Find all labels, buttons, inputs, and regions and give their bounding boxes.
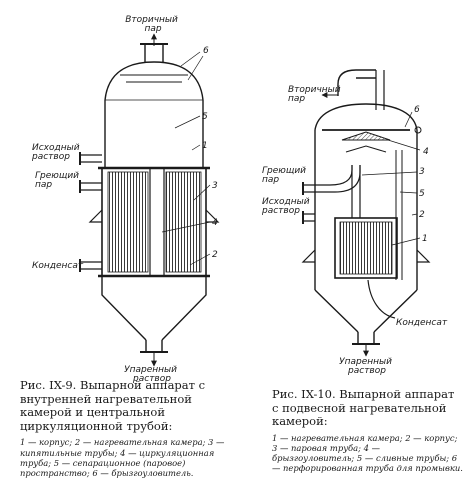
number-1-right: 1 xyxy=(422,234,428,244)
label-line: Греющий xyxy=(35,171,79,181)
label-iskhodny-rastvor-left: Исходный раствор xyxy=(31,143,82,162)
label-line: пар xyxy=(35,180,52,190)
label-line: Вторичный xyxy=(288,85,341,95)
entrainment-separator xyxy=(120,74,188,83)
label-line: пар xyxy=(262,175,279,185)
overflow-tubes xyxy=(395,150,403,280)
number-1-left: 1 xyxy=(202,141,208,151)
label-line: раствор xyxy=(261,206,300,216)
label-iskhodny-rastvor-right: Исходный раствор xyxy=(261,197,312,216)
label-line: пар xyxy=(144,24,161,34)
steam-pipe xyxy=(303,165,353,186)
vapor-outlet-pipe xyxy=(144,44,164,62)
number-6-right: 6 xyxy=(414,105,420,115)
number-3-right: 3 xyxy=(419,167,425,177)
drain-pipe xyxy=(145,340,163,352)
label-line: Упаренный xyxy=(339,357,392,367)
label-line: раствор xyxy=(31,152,70,162)
label-greyushchy-par-left: Греющий пар xyxy=(35,171,82,190)
boiling-tubes-left xyxy=(107,171,149,273)
apparatus-left xyxy=(79,33,220,367)
steam-nozzle xyxy=(80,182,102,191)
condensate-nozzle xyxy=(80,261,102,270)
boiling-tubes-right xyxy=(165,171,202,273)
label-line: Исходный xyxy=(262,197,310,207)
caption-legend-right: 1 — нагревательная камера; 2 — корпус; 3… xyxy=(272,432,463,474)
label-kondensat-left: Конденсат xyxy=(32,261,84,271)
label-line: Вторичный xyxy=(125,15,178,25)
labels-right: Вторичный пар Греющий пар Исходный раств… xyxy=(261,85,448,376)
feed-nozzle xyxy=(80,154,102,163)
label-uparenny-rastvor-left: Упаренный раствор xyxy=(124,365,180,384)
label-kondensat-right: Конденсат xyxy=(396,318,448,328)
bottom-cone-right xyxy=(314,289,418,333)
number-5-right: 5 xyxy=(419,189,425,199)
label-uparenny-rastvor-right: Упаренный раствор xyxy=(339,357,395,376)
condensate-pipe xyxy=(367,279,396,319)
support-left xyxy=(88,209,103,223)
feed-pipe-right xyxy=(303,213,315,222)
heating-chamber-right xyxy=(334,217,398,279)
label-line: раствор xyxy=(132,374,171,384)
dome-right xyxy=(314,103,418,131)
number-2-left: 2 xyxy=(212,250,218,260)
caption-legend-left: 1 — корпус; 2 — нагревательная камера; 3… xyxy=(20,437,225,478)
number-3-left: 3 xyxy=(212,181,218,191)
label-greyushchy-par-right: Греющий пар xyxy=(262,166,309,185)
caption-left: Рис. IX-9. Выпарной аппарат с внутренней… xyxy=(20,378,242,478)
label-vtorichny-par-left: Вторичный пар xyxy=(125,15,181,34)
caption-right: Рис. IX-10. Выпарной аппарат с подвесной… xyxy=(272,387,464,474)
dome xyxy=(104,61,204,101)
caption-title-right: Рис. IX-10. Выпарной аппарат с подвесной… xyxy=(272,387,455,429)
heating-tubes-right xyxy=(339,221,393,275)
body-shell-right xyxy=(314,130,418,290)
number-4-right: 4 xyxy=(423,147,429,157)
vapor-outlet-pipe-right xyxy=(337,69,376,96)
label-line: Упаренный xyxy=(124,365,177,375)
number-4-left: 4 xyxy=(212,218,218,228)
body-shell xyxy=(104,100,204,168)
circulation-tube xyxy=(149,167,165,277)
apparatus-right xyxy=(301,69,431,357)
label-line: раствор xyxy=(347,366,386,376)
bottom-cone xyxy=(101,276,207,341)
label-vtorichny-par-right: Вторичный пар xyxy=(288,85,344,104)
number-5-left: 5 xyxy=(202,112,208,122)
caption-title-left: Рис. IX-9. Выпарной аппарат с внутренней… xyxy=(20,378,206,433)
label-line: пар xyxy=(288,94,305,104)
label-line: Греющий xyxy=(262,166,306,176)
number-2-right: 2 xyxy=(419,210,425,220)
number-6-left: 6 xyxy=(203,46,209,56)
label-line: Исходный xyxy=(32,143,80,153)
labels-left: Вторичный пар Исходный раствор Греющий п… xyxy=(31,15,218,384)
entrainment-separator-right xyxy=(341,131,391,141)
